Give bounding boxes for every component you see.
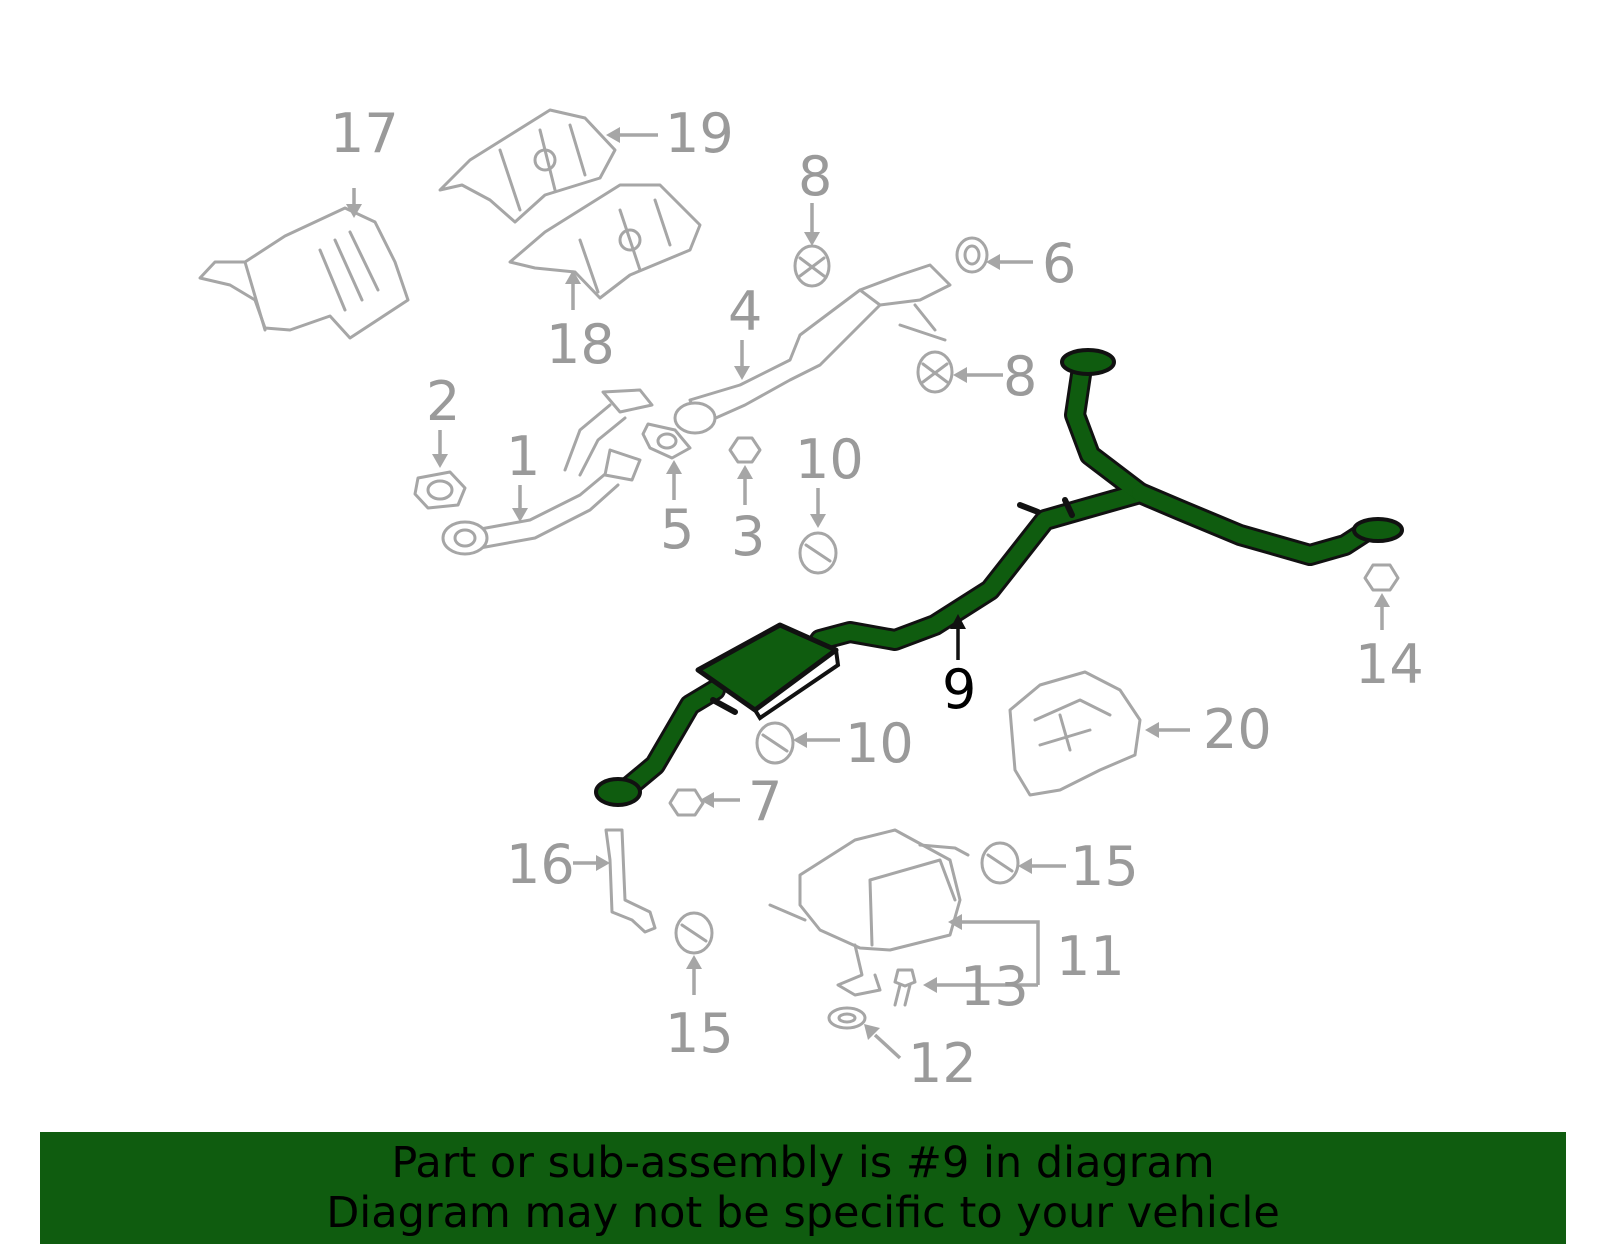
callout-3: 3: [731, 505, 765, 568]
callout-15-left: 15: [665, 1002, 734, 1065]
callout-18: 18: [546, 313, 615, 376]
callout-7: 7: [748, 770, 782, 833]
part-10-hanger-upper: [798, 531, 838, 575]
callout-17: 17: [330, 102, 399, 165]
part-5-gasket: [641, 422, 692, 460]
part-17-heat-shield: [198, 206, 410, 340]
part-18-heat-shield: [508, 183, 702, 300]
callout-4: 4: [728, 280, 762, 343]
part-1-front-pipe: [441, 388, 654, 556]
part-10-hanger-lower: [755, 721, 795, 765]
part-6-gasket: [955, 236, 989, 274]
pipe-fill: [617, 682, 723, 798]
part-4-converter-pipe: [673, 263, 952, 435]
part-15-hanger-left: [674, 911, 714, 955]
part-20-heat-shield: [1008, 670, 1142, 797]
callout-9: 9: [942, 658, 976, 721]
part-15-hanger-right: [980, 841, 1020, 885]
part-13-bolt: [893, 968, 917, 1007]
part-8-hanger-lower: [916, 350, 954, 394]
part-16-bracket: [604, 828, 657, 934]
callout-1: 1: [506, 425, 540, 488]
callout-8-lower: 8: [1003, 345, 1037, 408]
part-8-hanger-upper: [793, 244, 831, 288]
callout-20: 20: [1203, 698, 1272, 761]
callout-8-upper: 8: [798, 145, 832, 208]
callout-2: 2: [426, 370, 460, 433]
callout-6: 6: [1042, 232, 1076, 295]
callout-11: 11: [1056, 925, 1125, 988]
part-3-nut: [728, 436, 762, 464]
callout-5: 5: [660, 498, 694, 561]
part-7-nut: [668, 788, 705, 817]
callout-13: 13: [960, 955, 1029, 1018]
callout-19: 19: [665, 102, 734, 165]
part-14-nut: [1363, 563, 1400, 592]
callout-16: 16: [506, 833, 575, 896]
callout-15-right: 15: [1070, 835, 1139, 898]
callout-14: 14: [1355, 633, 1424, 696]
part-19-heat-shield: [438, 108, 617, 224]
part-11-muffler: [768, 828, 970, 997]
info-banner: Part or sub-assembly is #9 in diagram Di…: [40, 1132, 1566, 1244]
callout-10-lower: 10: [845, 712, 914, 775]
part-12-gasket: [827, 1006, 867, 1030]
callout-10-upper: 10: [795, 428, 864, 491]
leader-arrows: [346, 127, 1390, 1060]
callout-labels: 17 19 8 6 18 4 8 2 1 10 5 3 9 14 20 10 7…: [330, 102, 1424, 1095]
callout-12: 12: [908, 1032, 977, 1095]
banner-line-2: Diagram may not be specific to your vehi…: [326, 1188, 1280, 1238]
banner-line-1: Part or sub-assembly is #9 in diagram: [391, 1138, 1215, 1188]
part-2-gasket: [413, 470, 467, 510]
part-9-exhaust-pipe-assembly: [594, 348, 1404, 807]
